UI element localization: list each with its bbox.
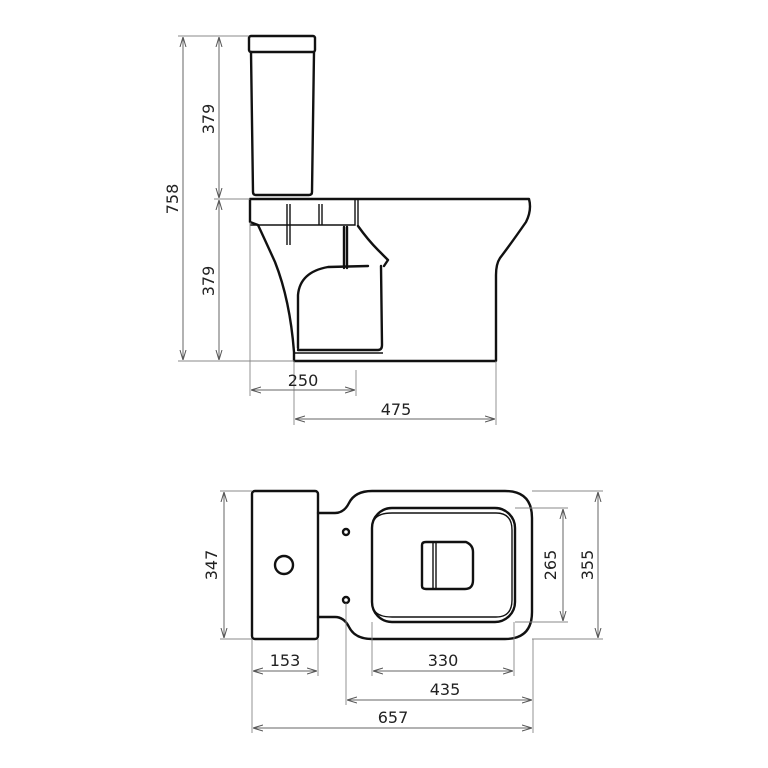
dim-label-total-height: 758 [163,184,182,215]
hinge-hole-top [341,527,351,537]
hinge-hole-bottom [341,595,351,605]
side-view: 758 379 379 250 475 [163,34,532,425]
trap-outline [296,264,384,352]
seat-block [250,199,356,226]
bowl-outline [248,197,532,363]
extension-lines [220,490,603,733]
dim-label-bowl-length: 435 [430,680,461,699]
extension-lines [178,35,497,425]
tank-top [250,489,320,641]
dim-label-tank-width: 347 [202,550,221,581]
dim-label-tank-depth-top: 153 [270,651,301,670]
dim-label-bowl-height: 379 [199,266,218,297]
dim-label-tank-height: 379 [199,104,218,135]
flush-button [420,540,475,591]
outlet-pipe [342,225,349,270]
bowl-top-outline [316,489,534,641]
flush-button-divider [432,543,437,588]
dim-label-bowl-width: 355 [578,550,597,581]
dim-label-seat-opening-length: 330 [428,651,459,670]
dim-label-tank-depth: 250 [288,371,319,390]
seat-opening-inner [373,512,513,618]
tank-body [249,50,316,197]
seat-opening-outer [370,506,517,624]
top-view: 347 265 355 153 330 435 657 [202,489,603,733]
flush-hole [273,554,295,576]
tank-lid [247,34,317,54]
dim-label-seat-opening-width: 265 [541,550,560,581]
dim-label-total-length: 657 [378,708,409,727]
dim-label-base-length: 475 [381,400,412,419]
bowl-trap-slope [356,224,390,268]
seat-hinge [286,204,323,245]
